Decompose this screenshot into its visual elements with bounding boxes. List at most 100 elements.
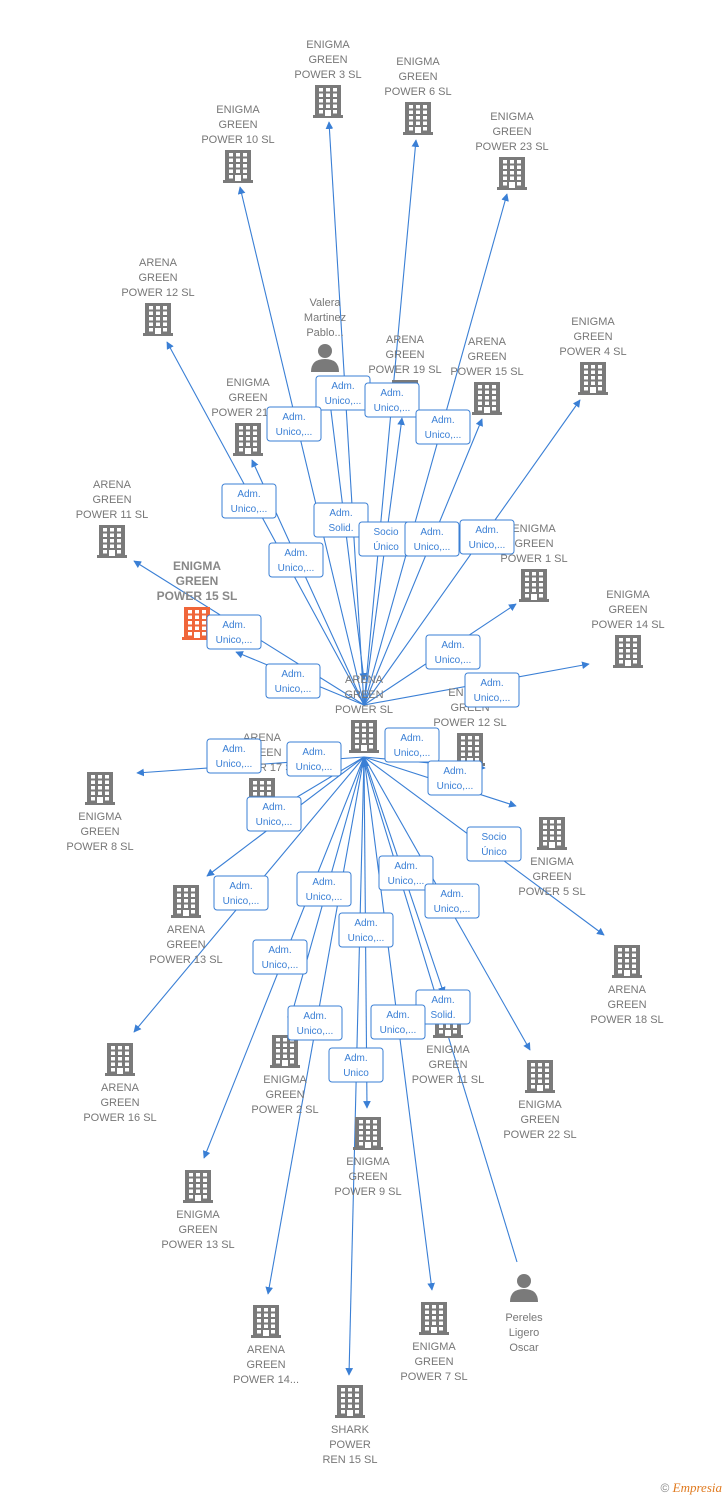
edge-label-box[interactable]: Adm.Unico,... xyxy=(268,542,324,578)
edge-label-text: Adm. xyxy=(443,766,466,777)
edge-label-text: Solid. xyxy=(430,1010,455,1021)
edge-label-box[interactable]: Adm.Unico,... xyxy=(287,1005,343,1041)
edge-label-box[interactable]: Adm.Unico,... xyxy=(384,727,440,763)
edge-label-box[interactable]: Adm.Unico,... xyxy=(427,760,483,796)
node-label: Oscar xyxy=(509,1342,539,1354)
edge-label-box[interactable]: Adm.Unico,... xyxy=(213,875,269,911)
node-label: GREEN xyxy=(265,1089,304,1101)
building-icon xyxy=(171,885,201,918)
edge-label-box[interactable]: Adm.Unico,... xyxy=(246,796,302,832)
node-label: ENIGMA xyxy=(606,589,650,601)
edge-label-text: Único xyxy=(373,540,399,553)
edge-label-box[interactable]: Adm.Unico,... xyxy=(315,375,371,411)
edge-label-box[interactable]: Adm.Unico,... xyxy=(265,663,321,699)
edge-label-box[interactable]: Adm.Unico,... xyxy=(206,614,262,650)
edge-label-box[interactable]: Adm.Unico,... xyxy=(206,738,262,774)
node-label: ENIGMA xyxy=(490,111,534,123)
edge-label-box[interactable]: Adm.Solid. xyxy=(415,989,471,1025)
edge-label-text: Unico,... xyxy=(374,403,411,414)
edge-label-text: Unico,... xyxy=(434,904,471,915)
node-label: GREEN xyxy=(92,494,131,506)
building-icon xyxy=(349,720,379,753)
node-label: ENIGMA xyxy=(512,523,556,535)
footer-brand[interactable]: © Empresia xyxy=(660,1480,722,1496)
node-label: GREEN xyxy=(344,689,383,701)
edge-label-text: Adm. xyxy=(329,508,352,519)
node-label: REN 15 SL xyxy=(322,1454,377,1466)
edge-label-box[interactable]: Adm.Unico,... xyxy=(364,382,420,418)
edge-label-box[interactable]: Adm.Unico,... xyxy=(378,855,434,891)
edge-label-box[interactable]: Adm.Solid. xyxy=(313,502,369,538)
edge-arrow xyxy=(237,186,365,706)
node-label: POWER xyxy=(329,1439,371,1451)
node-label: POWER 15 SL xyxy=(450,366,523,378)
edge-arrow xyxy=(363,418,483,706)
building-icon xyxy=(335,1385,365,1418)
edge-label-text: Unico,... xyxy=(325,396,362,407)
node-label: POWER 6 SL xyxy=(384,86,451,98)
node-label: ENIGMA xyxy=(346,1156,390,1168)
edge-label-box[interactable]: Adm.Unico,... xyxy=(415,409,471,445)
building-icon xyxy=(353,1117,383,1150)
edge-label-box[interactable]: Adm.Unico xyxy=(328,1047,384,1083)
edge-label-box[interactable]: Adm.Unico,... xyxy=(459,519,515,555)
edge-label-box[interactable]: Adm.Unico,... xyxy=(370,1004,426,1040)
node-label: GREEN xyxy=(398,71,437,83)
edge-label-box[interactable]: Adm.Unico,... xyxy=(221,483,277,519)
edge-label-box[interactable]: Adm.Unico,... xyxy=(425,634,481,670)
edge-label-text: Unico,... xyxy=(394,748,431,759)
edge-label-text: Unico,... xyxy=(297,1026,334,1037)
building-icon xyxy=(612,945,642,978)
edge-label-box[interactable]: Adm.Unico,... xyxy=(286,741,342,777)
node-valera[interactable]: ValeraMartinezPablo... xyxy=(304,297,346,372)
edge-label-box[interactable]: Adm.Unico,... xyxy=(252,939,308,975)
edge-label-box[interactable]: Adm.Unico,... xyxy=(404,521,460,557)
edge-label-text: Adm. xyxy=(229,881,252,892)
node-label: ARENA xyxy=(386,334,425,346)
node-label: POWER 13 SL xyxy=(149,954,222,966)
edge-label-text: Unico,... xyxy=(414,542,451,553)
node-label: ENIGMA xyxy=(571,316,615,328)
edge-label-box[interactable]: Adm.Unico,... xyxy=(424,883,480,919)
node-label: ENIGMA xyxy=(426,1044,470,1056)
node-eg6[interactable]: ENIGMA GREEN POWER 6 SL xyxy=(384,56,452,135)
building-icon xyxy=(223,150,253,183)
edge-label-box[interactable]: Adm.Unico,... xyxy=(464,672,520,708)
node-label: POWER 1 SL xyxy=(500,553,567,565)
node-label: GREEN xyxy=(514,538,553,550)
node-label: GREEN xyxy=(228,392,267,404)
edge-label-box[interactable]: Adm.Unico,... xyxy=(266,406,322,442)
node-label: ENIGMA xyxy=(412,1341,456,1353)
edge-label-box[interactable]: Adm.Unico,... xyxy=(296,871,352,907)
node-label: POWER 18 SL xyxy=(590,1014,663,1026)
node-label: ENIGMA xyxy=(396,56,440,68)
edge-label-box[interactable]: Adm.Unico,... xyxy=(338,912,394,948)
node-eg1[interactable]: ENIGMA GREEN POWER 1 SL xyxy=(500,523,568,602)
